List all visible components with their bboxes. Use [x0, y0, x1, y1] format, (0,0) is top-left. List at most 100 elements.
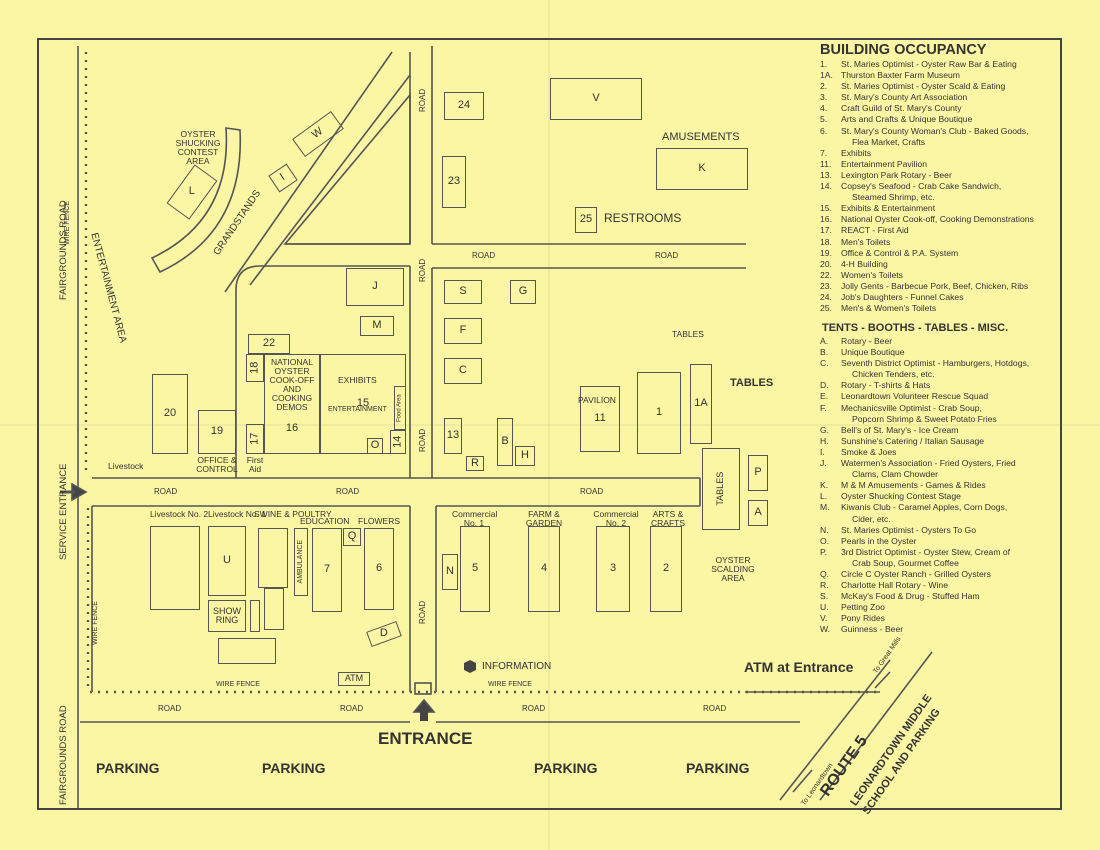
- legend-item: C.Seventh District Optimist - Hamburgers…: [820, 358, 1029, 369]
- building-17-label: 17: [248, 432, 261, 446]
- information-label: INFORMATION: [482, 661, 552, 672]
- tent-p-label: P: [754, 466, 762, 479]
- tent-o: O: [367, 438, 383, 454]
- legend-key: O.: [820, 535, 830, 546]
- tent-v: V: [550, 78, 642, 120]
- tent-j: J: [346, 268, 404, 306]
- legend-key: 16.: [820, 214, 832, 225]
- tent-d-label: D: [380, 627, 388, 640]
- legend-item: L.Oyster Shucking Contest Stage: [820, 491, 1029, 502]
- tent-o-label: O: [370, 439, 380, 452]
- building-4-label: 4: [540, 562, 548, 575]
- legend-key: E.: [820, 391, 829, 402]
- tables-bold-label: TABLES: [730, 377, 774, 389]
- legend-key: M.: [820, 502, 830, 513]
- legend-item: W.Guinness - Beer: [820, 624, 1029, 635]
- legend-text: Men's & Women's Toilets: [841, 303, 937, 314]
- building-2-label: 2: [662, 562, 670, 575]
- national-oyster-label: NATIONAL OYSTER COOK-OFF AND COOKING DEM…: [269, 357, 315, 412]
- building-20: 20: [152, 374, 188, 454]
- show-ring: SHOW RING: [208, 600, 246, 632]
- legend-text-continued: Clams, Clam Chowder: [852, 469, 938, 480]
- legend-item: H.Sunshine's Catering / Italian Sausage: [820, 436, 1029, 447]
- tent-r-label: R: [471, 456, 479, 469]
- restrooms-label: RESTROOMS: [604, 211, 682, 225]
- legend-item: M.Kiwanis Club - Caramel Apples, Corn Do…: [820, 502, 1029, 513]
- legend-item: 20.4-H Building: [820, 259, 1034, 270]
- tent-a: A: [748, 500, 768, 526]
- entertainment-label: ENTERTAINMENT: [328, 406, 387, 413]
- legend-text: Leonardtown Volunteer Rescue Squad: [841, 391, 989, 402]
- legend-text: St. Maries Optimist - Oysters To Go: [841, 524, 976, 535]
- legend-item: 5.Arts and Crafts & Unique Boutique: [820, 114, 1034, 125]
- tent-f: F: [444, 318, 482, 344]
- legend-key: G.: [820, 424, 830, 435]
- entrance-label: ENTRANCE: [378, 729, 473, 748]
- legend-text: 3rd District Optimist - Oyster Stew, Cre…: [841, 546, 1011, 557]
- atm-entrance-label: ATM at Entrance: [744, 659, 854, 675]
- building-22-label: 22: [262, 337, 276, 350]
- building-4: 4: [528, 526, 560, 612]
- road-label: ROAD: [522, 704, 546, 713]
- tent-j-label: J: [372, 280, 378, 293]
- exhibits-label: EXHIBITS: [338, 375, 377, 385]
- legend-key: 14.: [820, 181, 832, 192]
- wire-fence-left-label: WIRE FENCE: [92, 601, 99, 645]
- legend-text: Sunshine's Catering / Italian Sausage: [841, 435, 985, 446]
- legend-item: N. St. Maries Optimist - Oysters To Go: [820, 525, 1029, 536]
- legend-item: 19.Office & Control & P.A. System: [820, 248, 1034, 259]
- ambulance-label: AMBULANCE: [297, 540, 305, 584]
- legend-text: Thurston Baxter Farm Museum: [841, 70, 960, 81]
- tent-a-label: A: [754, 506, 762, 519]
- legend-item: O.Pearls in the Oyster: [820, 536, 1029, 547]
- legend-item: 1.St. Maries Optimist - Oyster Raw Bar &…: [820, 59, 1034, 70]
- office-control-label: OFFICE & CONTROL: [196, 455, 238, 474]
- building-14: 14: [390, 430, 406, 454]
- swine-poultry-building: [258, 528, 288, 588]
- commercial-no2-label: Commercial No. 2: [593, 509, 639, 528]
- food-area: Food Area: [394, 386, 406, 430]
- legend-item: 25.Men's & Women's Toilets: [820, 303, 1034, 314]
- legend-key: L.: [820, 491, 828, 502]
- tent-u-label: U: [223, 554, 231, 567]
- road-label: ROAD: [154, 487, 178, 496]
- legend-item: I. Smoke & Joes: [820, 447, 1029, 458]
- legend-key: I.: [820, 446, 825, 457]
- legend-text: Craft Guild of St. Mary's County: [841, 103, 962, 114]
- legend-text: M & M Amusements - Games & Rides: [841, 480, 986, 491]
- building-11-label: 11: [594, 412, 606, 425]
- building-7: 7: [312, 528, 342, 612]
- building-20-label: 20: [163, 407, 177, 420]
- building-23: 23: [442, 156, 466, 208]
- legend-key: 5.: [820, 114, 828, 125]
- legend-text: Smoke & Joes: [841, 446, 897, 457]
- legend-item: 13.Lexington Park Rotary - Beer: [820, 170, 1034, 181]
- legend-text: Circle C Oyster Ranch - Grilled Oysters: [841, 568, 991, 579]
- legend-key: 22.: [820, 269, 832, 280]
- building-5: 5: [460, 526, 490, 612]
- legend-text: Entertainment Pavilion: [841, 158, 927, 169]
- livestock-no2-building: [150, 526, 200, 610]
- legend-key: N.: [820, 524, 829, 535]
- legend-key: 2.: [820, 81, 828, 92]
- parking-label: PARKING: [534, 760, 598, 776]
- legend-text: Mechanicsville Optimist - Crab Soup,: [841, 402, 982, 413]
- legend-key: 24.: [820, 291, 832, 302]
- legend-text-continued: Crab Soup, Gourmet Coffee: [852, 557, 959, 568]
- road-label: ROAD: [340, 704, 364, 713]
- swine-poultry-label: SWINE & POULTRY: [254, 509, 332, 519]
- building-24: 24: [444, 92, 484, 120]
- pen-building: [218, 638, 276, 664]
- tables-block-label: TABLES: [715, 472, 726, 506]
- fold-crease: [548, 0, 550, 850]
- legend-item: 6.St. Mary's County Woman's Club - Baked…: [820, 126, 1034, 137]
- road-label: ROAD: [655, 251, 679, 260]
- legend-text: Seventh District Optimist - Hamburgers, …: [841, 358, 1030, 369]
- swine-poultry-annex: [264, 588, 284, 630]
- legend-text: Bell's of St. Mary's - Ice Cream: [841, 424, 959, 435]
- legend-key: V.: [820, 613, 828, 624]
- tent-w-label: W: [309, 125, 326, 142]
- food-area-label: Food Area: [396, 394, 403, 422]
- tent-g-label: G: [518, 285, 528, 298]
- legend-key: F.: [820, 402, 827, 413]
